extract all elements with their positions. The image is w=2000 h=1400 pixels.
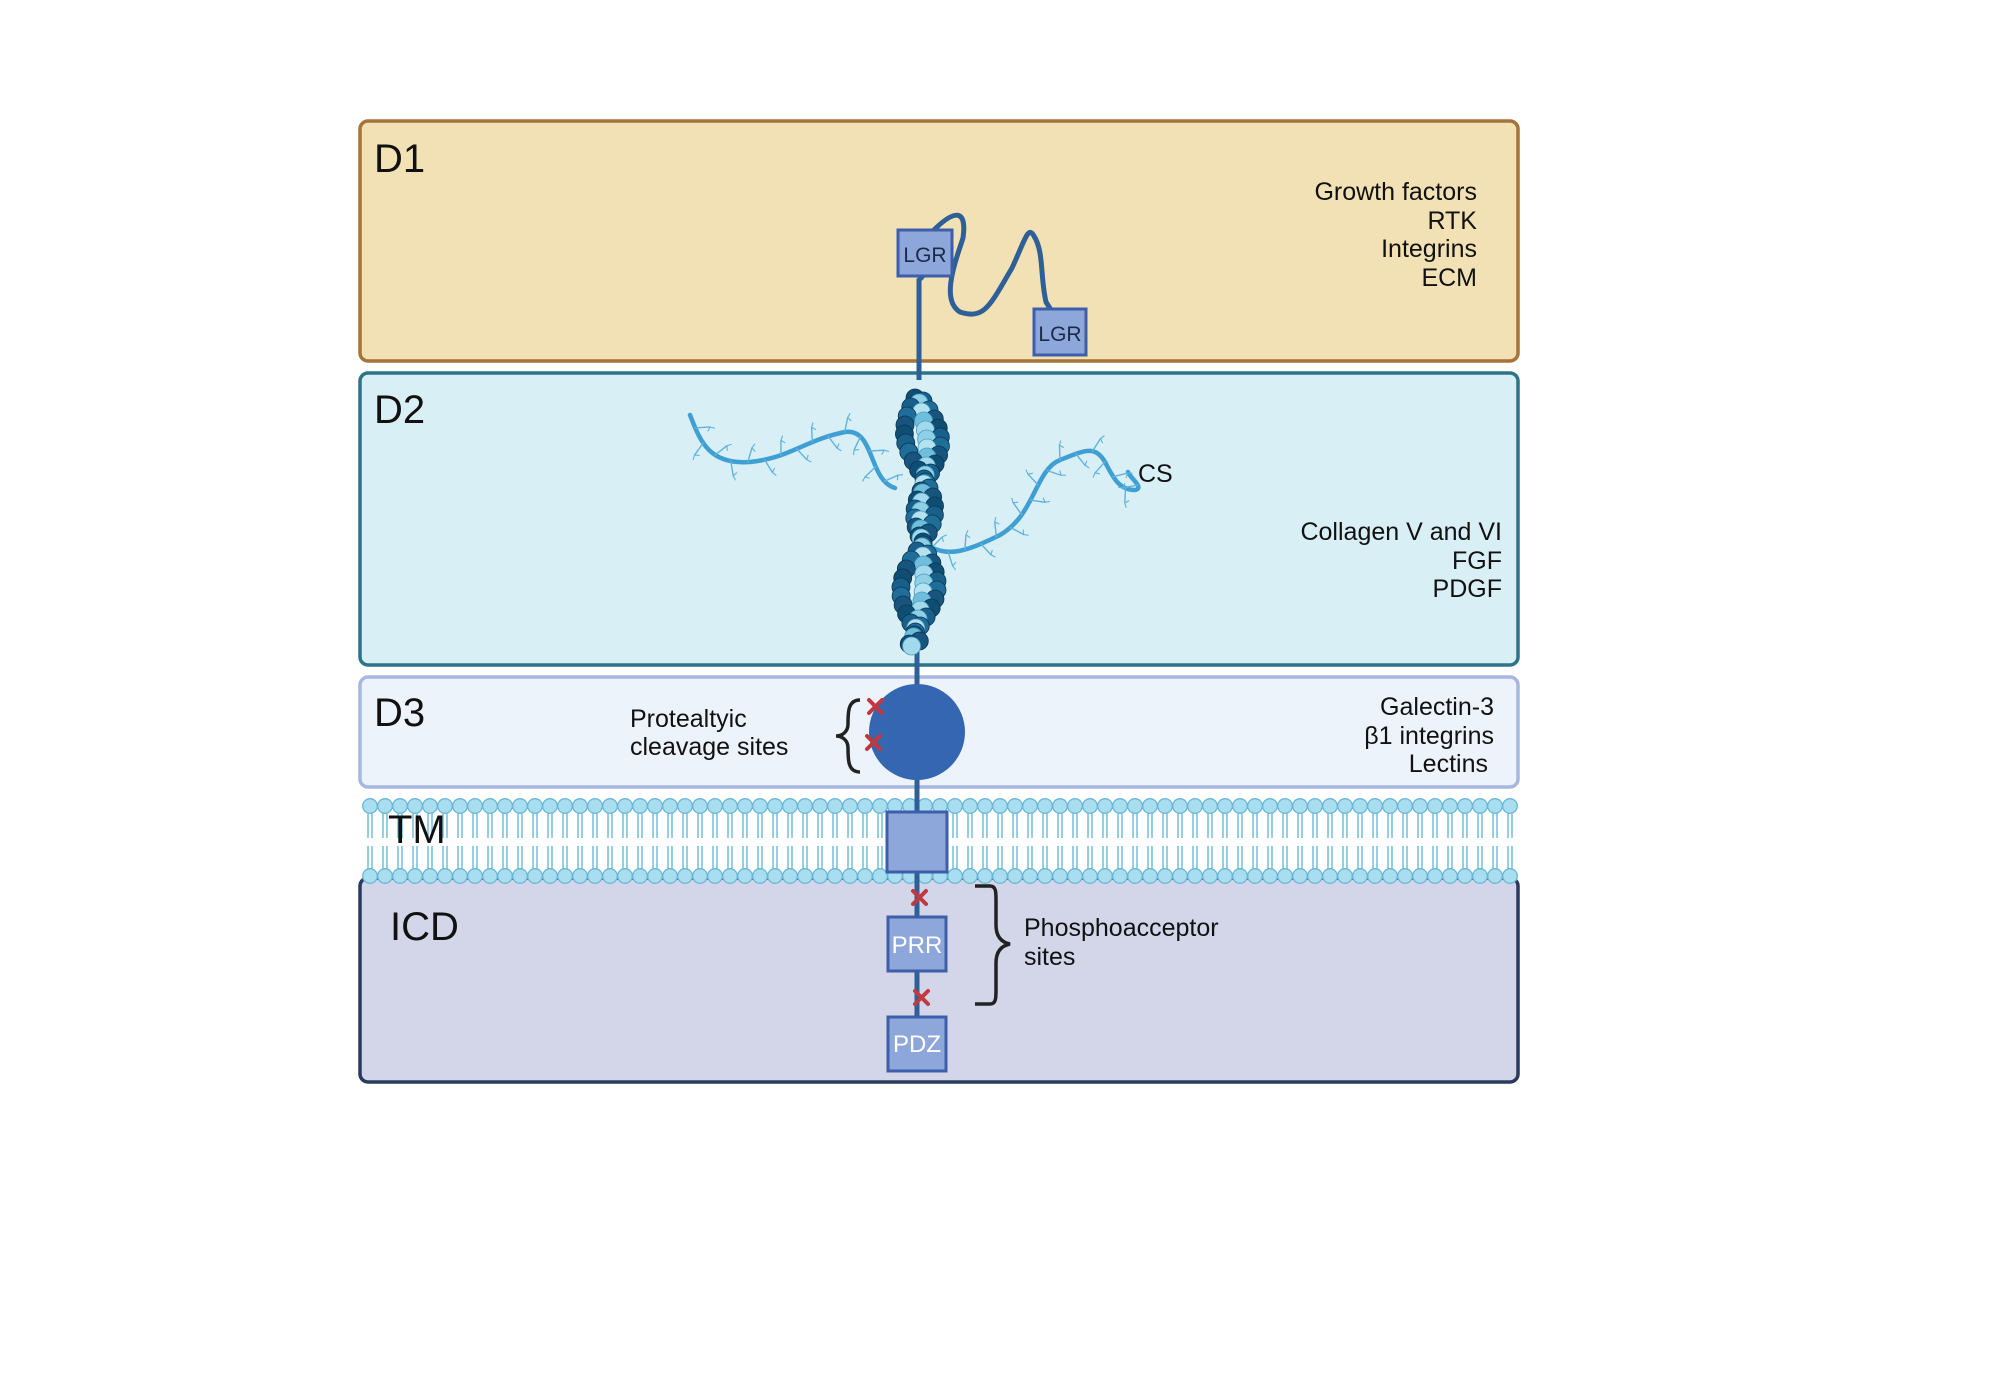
- cell-membrane: TM: [362, 798, 1518, 884]
- d2-partner: FGF: [1452, 547, 1502, 575]
- phosphoacceptor-bracket: [975, 884, 1011, 1006]
- d2-partner: Collagen V and VI: [1300, 518, 1502, 546]
- prr-label: PRR: [892, 932, 943, 959]
- domain-d1-label: D1: [374, 137, 425, 181]
- domain-d3-label: D3: [374, 691, 425, 735]
- cleavage-sites-label: Protealtyic: [630, 705, 747, 733]
- phospho-site-mark: [911, 889, 928, 906]
- lgr-label: LGR: [1038, 323, 1081, 346]
- prr-motif: PRR: [886, 915, 948, 973]
- domain-d2-label: D2: [374, 388, 425, 432]
- d3-partner: β1 integrins: [1364, 722, 1494, 750]
- d3-partner: Galectin-3: [1380, 693, 1494, 721]
- lgr-motif: LGR: [1032, 307, 1088, 357]
- cleavage-site-mark: [867, 698, 884, 715]
- d2-partner: PDGF: [1433, 575, 1502, 603]
- phospho-site-mark: [913, 989, 930, 1006]
- lipid-tails: [367, 812, 1513, 870]
- phosphoacceptor-label: sites: [1024, 943, 1075, 971]
- cs-label: CS: [1138, 460, 1173, 488]
- transmembrane-segment: [885, 810, 949, 874]
- lgr-label: LGR: [903, 244, 946, 267]
- d1-partner: Integrins: [1381, 235, 1477, 263]
- d3-globular-domain: [869, 684, 965, 780]
- domain-icd-label: ICD: [390, 905, 459, 949]
- pdz-label: PDZ: [893, 1031, 941, 1058]
- pdz-motif: PDZ: [886, 1015, 948, 1073]
- d1-partner: RTK: [1427, 207, 1477, 235]
- domain-tm-label: TM: [388, 808, 446, 852]
- phosphoacceptor-label: Phosphoacceptor: [1024, 914, 1219, 942]
- d1-partner: Growth factors: [1314, 178, 1477, 206]
- cleavage-sites-label: cleavage sites: [630, 733, 788, 761]
- cleavage-bracket: [835, 698, 861, 774]
- chondroitin-sulfate-chains: [687, 412, 1141, 571]
- helical-core-protein: [891, 388, 950, 656]
- d1-partner: ECM: [1421, 264, 1477, 292]
- lipid-heads: [362, 798, 1518, 884]
- d3-partner: Lectins: [1409, 750, 1488, 778]
- lgr-motif: LGR: [896, 228, 954, 278]
- cleavage-site-mark: [865, 734, 882, 751]
